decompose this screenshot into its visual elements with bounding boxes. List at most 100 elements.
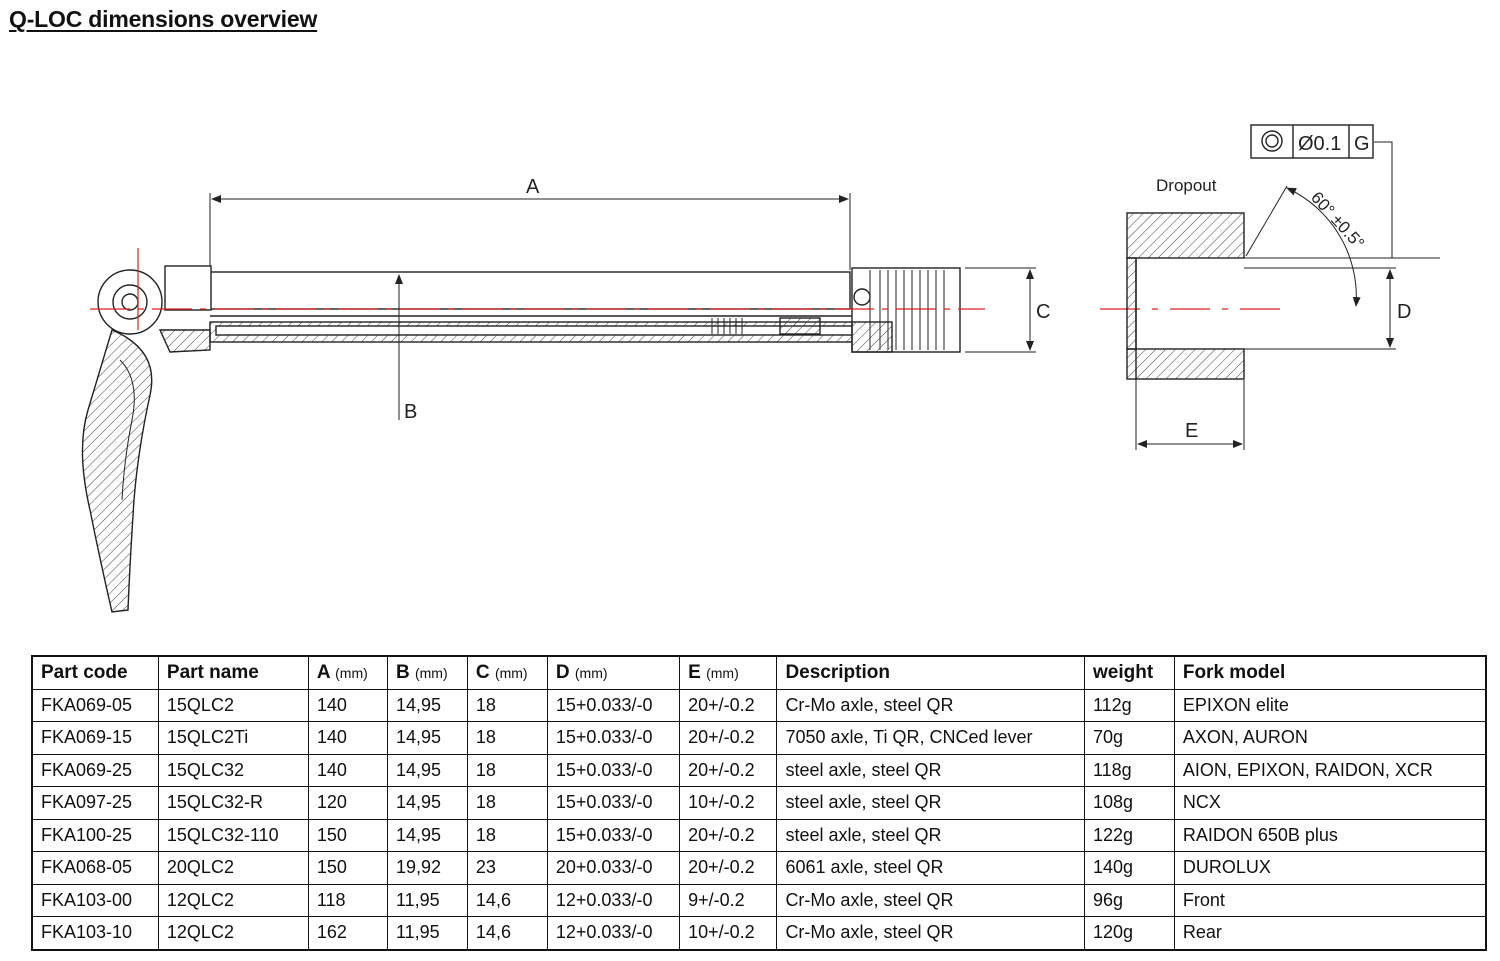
column-header: D (mm) [546,655,681,690]
column-header: Description [776,655,1085,690]
column-header: E (mm) [679,655,778,690]
table-cell: DUROLUX [1173,851,1487,885]
dim-label-d: D [1397,301,1411,323]
column-header-name: Description [785,661,890,683]
table-cell: 15+0.033/-0 [546,721,681,755]
column-header-name: B [395,661,410,683]
table-cell: 108g [1083,786,1175,820]
table-cell: 19,92 [386,851,468,885]
table-cell: 12QLC2 [157,916,309,950]
column-header: C (mm) [466,655,548,690]
column-header: Fork model [1173,655,1487,690]
dim-label-e: E [1185,420,1198,442]
table-cell: NCX [1173,786,1487,820]
table-cell: Cr-Mo axle, steel QR [776,916,1085,950]
table-cell: 11,95 [386,916,468,950]
table-cell: 96g [1083,883,1175,917]
page-title: Q-LOC dimensions overview [9,6,318,32]
concentricity-icon [1261,130,1283,152]
table-cell: 20+/-0.2 [679,851,778,885]
column-header-unit: (mm) [574,664,608,681]
table-cell: 23 [466,851,548,885]
table-cell: 15QLC32-R [157,786,309,820]
table-cell: 14,95 [386,688,468,722]
table-cell: FKA069-25 [31,753,159,787]
table-cell: 12QLC2 [157,883,309,917]
dropout-drawing [1126,124,1440,450]
column-header-unit: (mm) [335,664,368,681]
table-cell: 20+/-0.2 [679,721,778,755]
dim-label-a: A [526,176,540,198]
table-cell: FKA097-25 [31,786,159,820]
table-cell: 20+/-0.2 [679,753,778,787]
table-cell: 150 [307,851,388,885]
column-header-unit: (mm) [494,664,528,681]
dropout-label: Dropout [1156,176,1217,195]
tolerance-value: Ø0.1 [1298,133,1341,155]
table-cell: 120g [1083,916,1175,950]
table-cell: 14,95 [386,753,468,787]
table-cell: 11,95 [386,883,468,917]
table-cell: steel axle, steel QR [776,753,1085,787]
table-cell: 150 [307,818,388,852]
table-cell: 15+0.033/-0 [546,786,681,820]
table-cell: 12+0.033/-0 [546,916,681,950]
table-cell: 140 [307,753,388,787]
column-header: B (mm) [386,655,468,690]
table-cell: Front [1173,883,1487,917]
table-cell: 18 [466,753,548,787]
column-header-unit: (mm) [414,664,448,681]
table-cell: AION, EPIXON, RAIDON, XCR [1173,753,1487,787]
table-cell: 118 [307,883,388,917]
column-header-unit: (mm) [706,664,739,681]
table-cell: 15+0.033/-0 [546,688,681,722]
column-header-name: Fork model [1182,661,1286,683]
table-cell: 20+/-0.2 [679,688,778,722]
table-cell: steel axle, steel QR [776,786,1085,820]
table-cell: 20+0.033/-0 [546,851,681,885]
table-cell: 162 [307,916,388,950]
table-cell: FKA103-00 [31,883,159,917]
table-cell: steel axle, steel QR [776,818,1085,852]
table-cell: 70g [1083,721,1175,755]
table-cell: 112g [1083,688,1175,722]
table-cell: 18 [466,688,548,722]
column-header: weight [1083,655,1175,690]
column-header: Part name [157,655,309,690]
table-cell: 6061 axle, steel QR [776,851,1085,885]
table-cell: Cr-Mo axle, steel QR [776,883,1085,917]
table-cell: 14,95 [386,786,468,820]
table-cell: 20QLC2 [157,851,309,885]
tolerance-datum: G [1354,133,1370,155]
table-cell: 15QLC32-110 [157,818,309,852]
table-cell: 7050 axle, Ti QR, CNCed lever [776,721,1085,755]
dim-label-b: B [404,401,417,423]
table-cell: 15QLC32 [157,753,309,787]
table-cell: 122g [1083,818,1175,852]
column-header-name: Part name [166,661,259,683]
table-cell: Rear [1173,916,1487,950]
column-header: Part code [31,655,159,690]
table-cell: 14,95 [386,721,468,755]
dim-label-c: C [1036,301,1050,323]
table-cell: FKA103-10 [31,916,159,950]
table-cell: 12+0.033/-0 [546,883,681,917]
table-cell: 118g [1083,753,1175,787]
table-cell: 14,95 [386,818,468,852]
table-cell: 20+/-0.2 [679,818,778,852]
table-cell: 15QLC2Ti [157,721,309,755]
table-cell: 10+/-0.2 [679,916,778,950]
table-cell: 140g [1083,851,1175,885]
table-cell: 14,6 [466,916,548,950]
table-cell: 18 [466,786,548,820]
table-cell: EPIXON elite [1173,688,1487,722]
table-cell: 10+/-0.2 [679,786,778,820]
table-cell: RAIDON 650B plus [1173,818,1487,852]
column-header-name: D [555,661,570,683]
